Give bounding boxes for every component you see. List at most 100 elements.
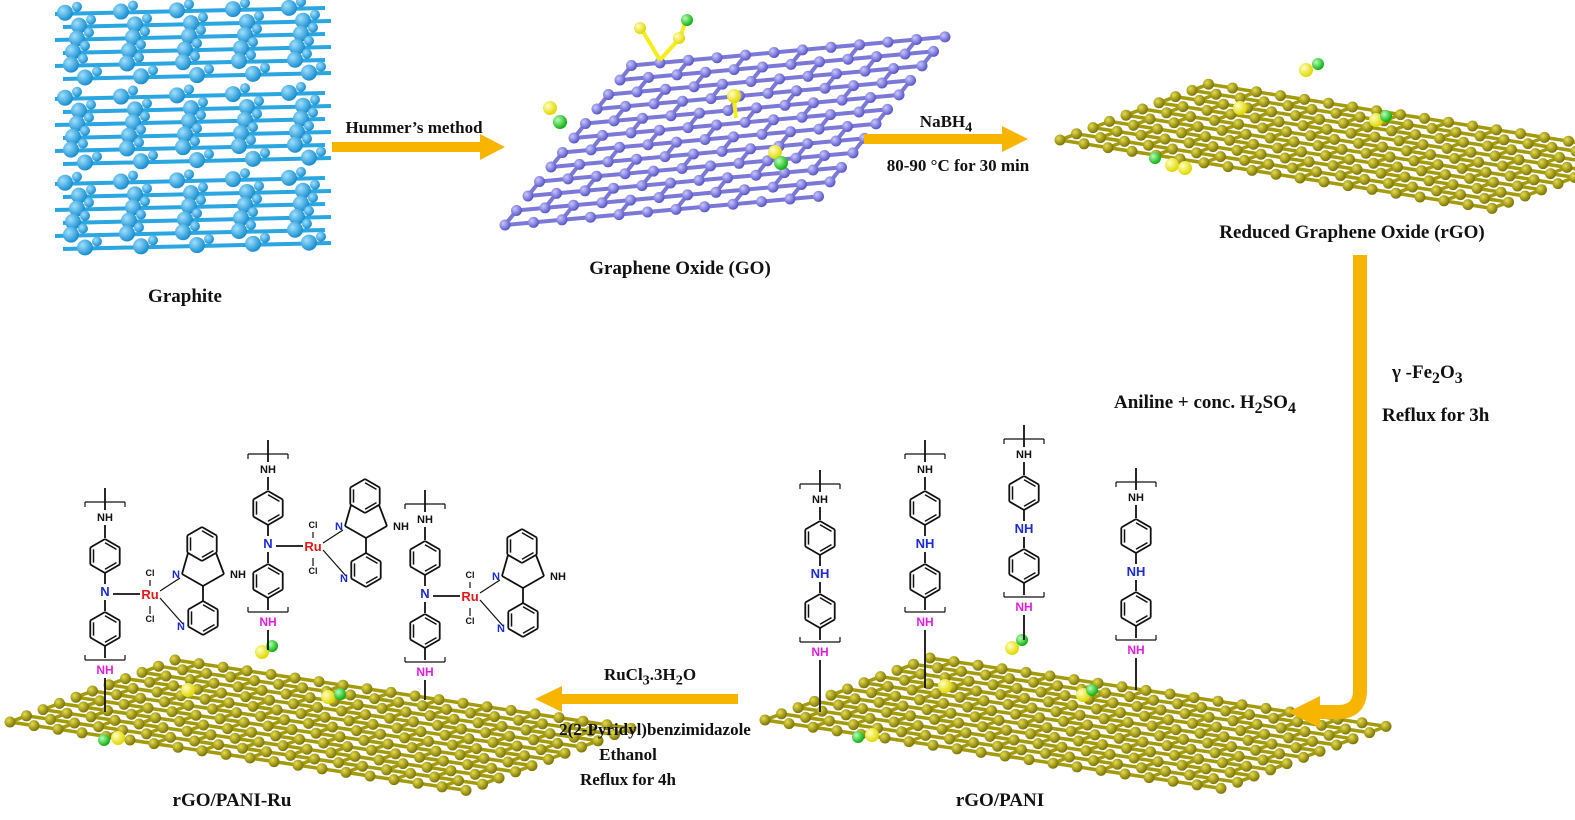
lattice-atom <box>1228 715 1239 726</box>
lattice-atom <box>290 673 301 684</box>
lattice-atom <box>1058 716 1069 727</box>
lattice-atom <box>1144 772 1155 783</box>
lattice-atom <box>159 696 170 707</box>
lattice-atom <box>786 59 797 70</box>
lattice-atom <box>309 754 320 765</box>
arrow-rucl3 <box>535 686 738 712</box>
lattice-atom <box>694 108 705 119</box>
lattice-atom <box>353 699 364 710</box>
lattice-atom <box>1490 151 1501 162</box>
lattice-atom <box>246 727 257 738</box>
lattice-atom <box>557 147 568 158</box>
lattice-atom <box>848 719 859 730</box>
lattice-atom <box>728 199 739 210</box>
lattice-atom <box>905 710 916 721</box>
lattice-atom <box>784 718 795 729</box>
lattice-atom <box>437 781 448 792</box>
lattice-atom <box>257 685 268 696</box>
lattice-atom <box>1376 168 1387 179</box>
lattice-atom <box>1043 696 1054 707</box>
lattice-atom <box>1072 761 1083 772</box>
lattice-atom <box>1234 751 1245 762</box>
lattice-atom <box>287 724 298 735</box>
lattice-atom <box>1088 122 1099 133</box>
carbon-atom <box>57 175 73 191</box>
lattice-atom <box>357 761 368 772</box>
lattice-atom <box>221 749 232 760</box>
lattice-atom <box>1328 160 1339 171</box>
lattice-atom <box>1123 717 1134 728</box>
lattice-atom <box>519 750 530 761</box>
carbon-atom <box>136 40 146 50</box>
carbon-atom <box>308 23 318 33</box>
atom-label: Ru <box>304 539 321 554</box>
lattice-atom <box>1187 718 1198 729</box>
carbon-atom <box>128 86 138 96</box>
hydrate-text: .3H <box>650 665 676 684</box>
carbon-atom <box>204 149 214 159</box>
lattice-atom <box>1391 188 1402 199</box>
lattice-atom <box>1196 702 1207 713</box>
lattice-atom <box>1322 124 1333 135</box>
lattice-atom <box>1202 105 1213 116</box>
atom-label: N <box>497 623 505 635</box>
atom-label: NH <box>916 615 933 629</box>
lattice-atom <box>1082 720 1093 731</box>
lattice-atom <box>603 89 614 100</box>
carbon-atom <box>84 198 94 208</box>
carbon-atom <box>301 150 317 166</box>
lattice-atom <box>1291 742 1302 753</box>
carbon-atom <box>134 222 144 232</box>
lattice-atom <box>626 60 637 71</box>
lattice-atom <box>497 721 508 732</box>
carbon-atom <box>301 65 317 81</box>
oxygen-atom <box>727 89 741 103</box>
lattice-atom <box>1400 172 1411 183</box>
lattice-atom <box>465 708 476 719</box>
lattice-atom <box>335 731 346 742</box>
lattice-atom <box>986 705 997 716</box>
lattice-atom <box>1208 141 1219 152</box>
lattice-atom <box>683 122 694 133</box>
lattice-atom <box>768 114 779 125</box>
lattice-atom <box>255 711 266 722</box>
lattice-atom <box>751 170 762 181</box>
lattice-atom <box>1497 161 1508 172</box>
lattice-atom <box>857 703 868 714</box>
lattice-atom <box>1499 134 1510 145</box>
lattice-atom <box>1434 133 1445 144</box>
lattice-atom <box>1487 203 1498 214</box>
lattice-atom <box>985 731 996 742</box>
lattice-atom <box>1171 724 1182 735</box>
lattice-atom <box>1563 136 1574 147</box>
lattice-atom <box>1119 136 1130 147</box>
lattice-atom <box>1300 726 1311 737</box>
lattice-atom <box>953 718 964 729</box>
lattice-atom <box>429 772 440 783</box>
lattice-atom <box>557 214 568 225</box>
lattice-atom <box>892 665 903 676</box>
lattice-atom <box>341 767 352 778</box>
lattice-atom <box>865 713 876 724</box>
carbon-atom <box>72 172 82 182</box>
lattice-atom <box>1241 761 1252 772</box>
atom-label: NH <box>97 512 113 524</box>
lattice-atom <box>473 717 484 728</box>
lattice-atom <box>345 690 356 701</box>
lattice-atom <box>416 726 427 737</box>
rgo-pani-ru-label: rGO/PANI-Ru <box>173 790 292 812</box>
lattice-atom <box>1040 748 1051 759</box>
lattice-atom <box>648 166 659 177</box>
carbon-atom <box>184 0 194 9</box>
lattice-atom <box>213 739 224 750</box>
carbon-atom <box>142 183 152 193</box>
lattice-atom <box>700 67 711 78</box>
lattice-atom <box>768 182 779 193</box>
lattice-atom <box>837 95 848 106</box>
hydrogen-atom <box>1016 634 1028 646</box>
lattice-atom <box>1424 175 1435 186</box>
lattice-atom <box>456 724 467 735</box>
carbon-atom <box>92 152 102 162</box>
lattice-atom <box>1193 121 1204 132</box>
carbon-atom <box>128 1 138 11</box>
